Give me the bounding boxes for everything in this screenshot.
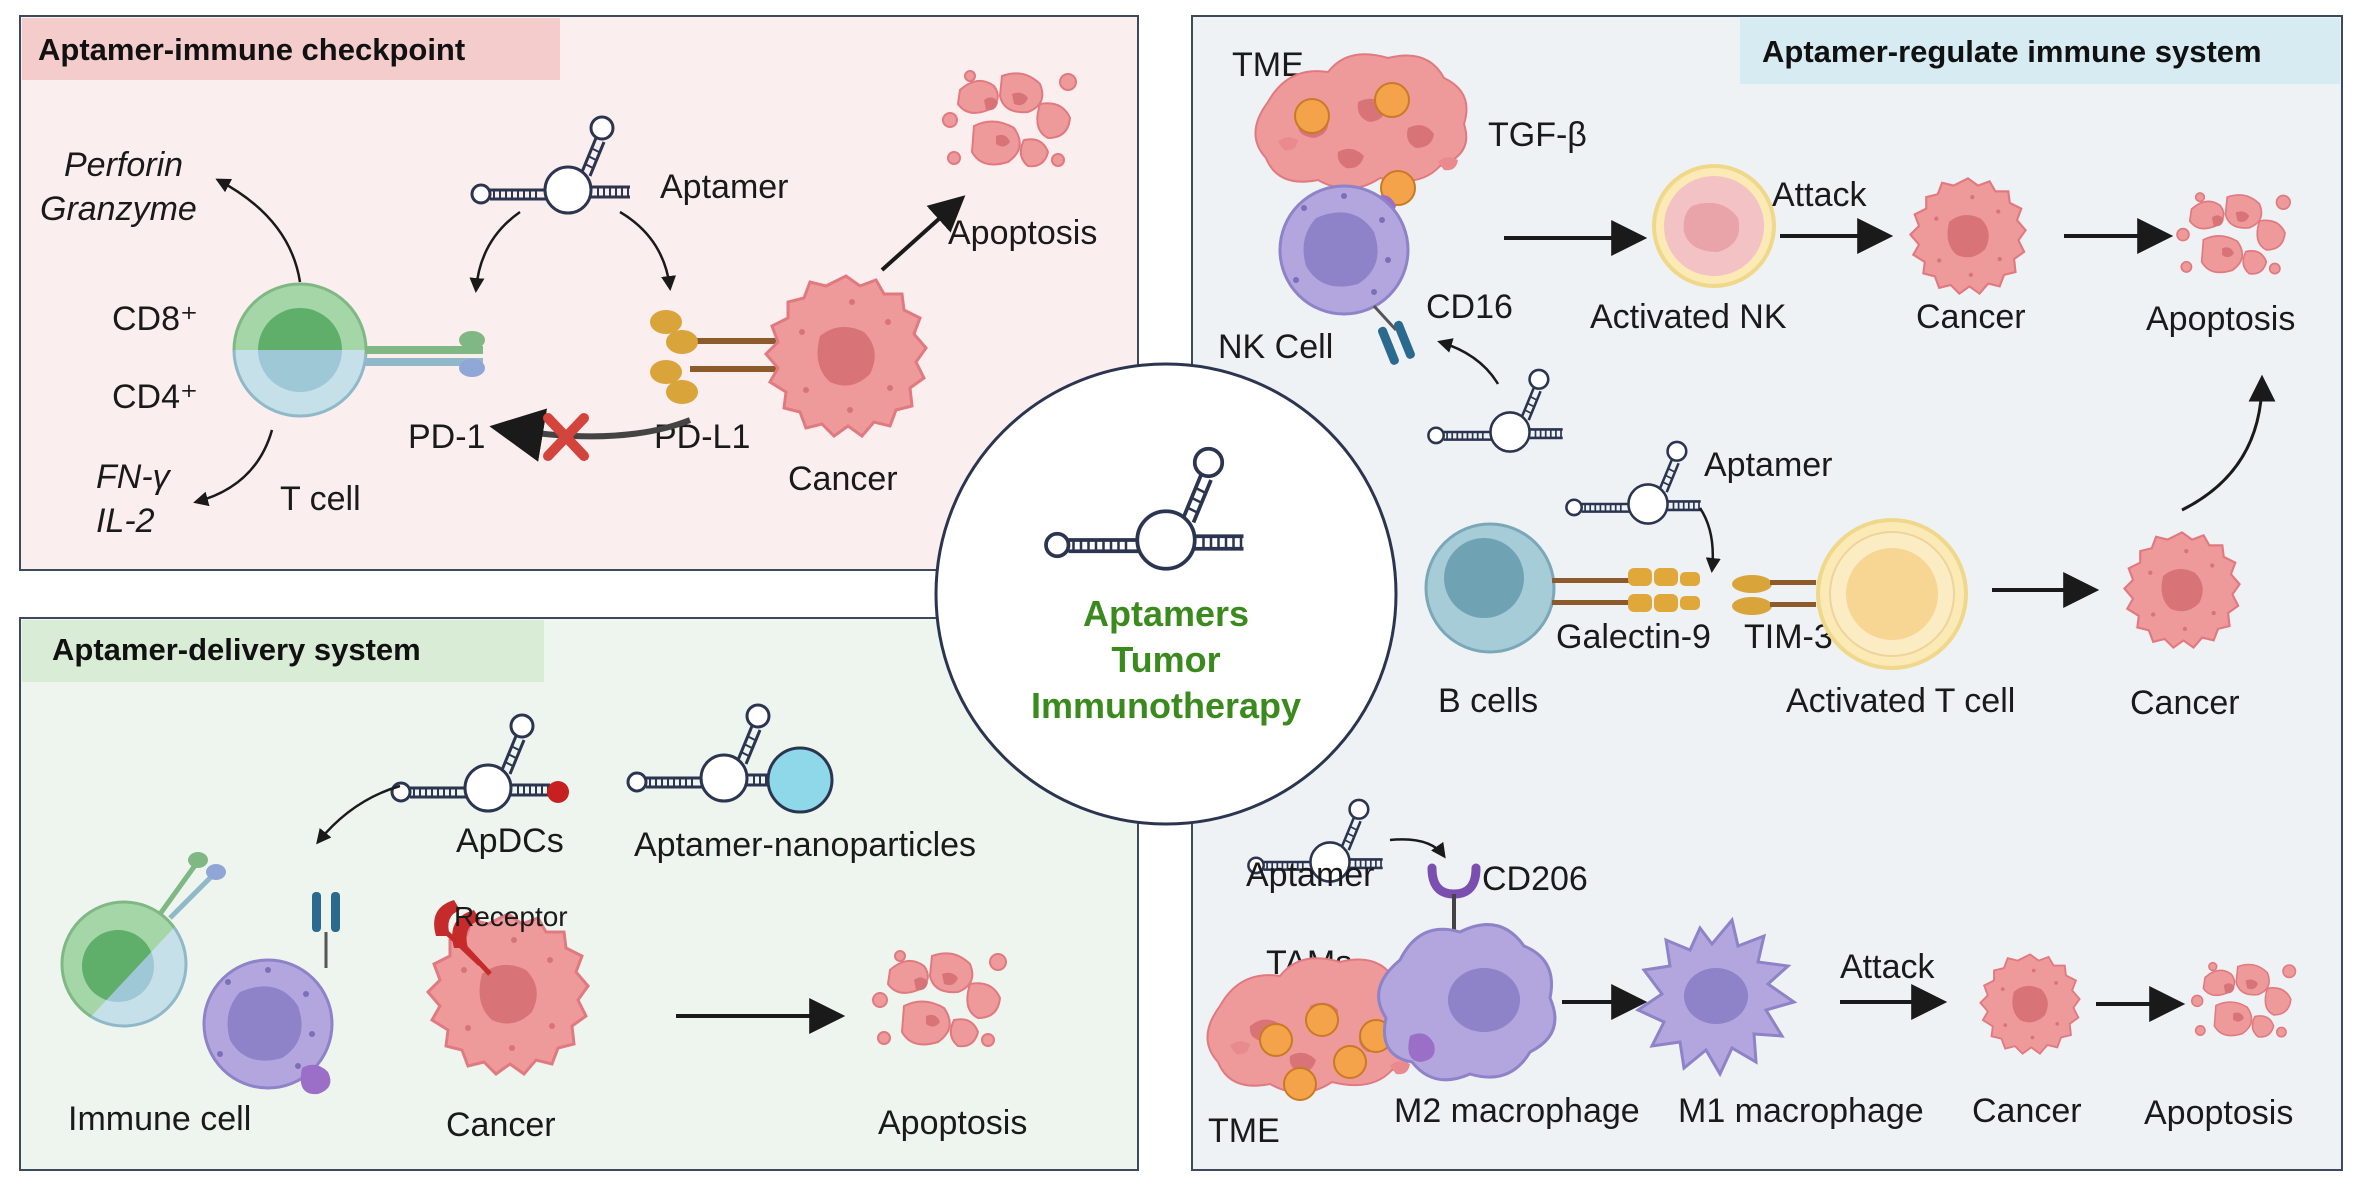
apoptosis-3-label: Apoptosis xyxy=(2144,1094,2293,1132)
aptamer-low-label: Aptamer xyxy=(1246,856,1375,894)
activated-t-label: Activated T cell xyxy=(1786,682,2015,720)
receptor-label: Receptor xyxy=(454,901,568,932)
cd206-label: CD206 xyxy=(1482,860,1588,898)
checkpoint-cancer-label: Cancer xyxy=(788,460,898,498)
delivery-apoptosis-label: Apoptosis xyxy=(878,1104,1027,1142)
nanoparticles-label: Aptamer-nanoparticles xyxy=(634,826,976,864)
panel-checkpoint xyxy=(19,15,1139,571)
immune-cell-ligand-icon xyxy=(300,1064,331,1095)
pdl1-label: PD-L1 xyxy=(654,418,750,456)
arrow-apdc-to-cells xyxy=(316,784,401,845)
tam-icon-2 xyxy=(1305,1003,1339,1037)
arrow-to-ifn xyxy=(193,429,274,507)
galectin9-icon xyxy=(1552,568,1700,612)
tim3-icon xyxy=(1732,575,1816,615)
cd206-receptor-icon xyxy=(1427,863,1481,932)
tim3-label: TIM-3 xyxy=(1744,618,1833,656)
checkpoint-apoptosis-label: Apoptosis xyxy=(948,214,1097,252)
regulate-title: Aptamer-regulate immune system xyxy=(1762,34,2262,69)
galectin-label: Galectin-9 xyxy=(1556,618,1711,656)
blocked-interaction-arrow xyxy=(489,408,692,462)
arrow-cancer2-to-apoptosis xyxy=(2181,374,2276,512)
nk-cell-icon xyxy=(1278,184,1410,316)
tme-bottom-label: TME xyxy=(1208,1112,1280,1150)
cancer-1-label: Cancer xyxy=(1916,298,2026,336)
b-cells-label: B cells xyxy=(1438,682,1538,720)
arrow-aptamer-to-cd206 xyxy=(1389,838,1446,859)
attack-1-label: Attack xyxy=(1772,176,1867,214)
immune-cell-label: Immune cell xyxy=(68,1100,251,1138)
tam-icon-3 xyxy=(1333,1045,1367,1079)
cancer-3-label: Cancer xyxy=(1972,1092,2082,1130)
delivery-t-cell-icon xyxy=(60,852,226,1028)
arrow-aptamer-to-pd1 xyxy=(469,210,521,293)
nanoparticle-icon xyxy=(766,746,834,814)
il2-label: IL-2 xyxy=(96,502,155,540)
cd8-label: CD8⁺ xyxy=(112,300,198,338)
b-cell-icon xyxy=(1424,522,1556,654)
arrow-aptamer-to-pdl1 xyxy=(619,210,677,291)
activated-nk-icon xyxy=(1652,164,1776,288)
center-line-2: Tumor xyxy=(1111,639,1220,680)
arrow-aptamer-to-cd16 xyxy=(1437,338,1500,385)
panel-delivery xyxy=(19,617,1139,1171)
tam-icon-4 xyxy=(1283,1067,1317,1101)
center-line-1: Aptamers xyxy=(1083,593,1249,634)
t-cell-label: T cell xyxy=(280,480,361,518)
delivery-title: Aptamer-delivery system xyxy=(52,632,421,667)
arrow-aptamer-to-galectin xyxy=(1698,507,1721,573)
cancer-receptor-icon xyxy=(434,900,492,976)
arrow-to-apoptosis-1 xyxy=(880,195,966,272)
cd4-label: CD4⁺ xyxy=(112,378,198,416)
regulate-header-bg xyxy=(1740,18,2340,84)
m1-macrophage-icon xyxy=(1634,916,1798,1078)
checkpoint-title: Aptamer-immune checkpoint xyxy=(38,32,465,67)
pdl1-ligand-icon xyxy=(650,310,776,404)
drug-payload-icon xyxy=(547,781,569,803)
cd16-receptor-icon xyxy=(1372,304,1415,365)
delivery-cancer-label: Cancer xyxy=(446,1106,556,1144)
aptamer-mid-label: Aptamer xyxy=(1704,446,1833,484)
apoptosis-1-label: Apoptosis xyxy=(2146,300,2295,338)
tam-icon-1 xyxy=(1259,1023,1293,1057)
center-circle xyxy=(934,362,1398,826)
granzyme-label: Granzyme xyxy=(40,190,197,228)
activated-t-cell-icon xyxy=(1816,518,1968,670)
perforin-label: Perforin xyxy=(64,146,183,184)
cancer-2-label: Cancer xyxy=(2130,684,2240,722)
red-x-icon xyxy=(543,413,589,461)
checkpoint-header-bg xyxy=(22,18,560,80)
pd1-receptor-icon xyxy=(365,331,485,377)
attack-2-label: Attack xyxy=(1840,948,1935,986)
center-line-3: Immunotherapy xyxy=(1031,685,1301,726)
apdcs-label: ApDCs xyxy=(456,822,564,860)
activated-nk-label: Activated NK xyxy=(1590,298,1787,336)
delivery-header-bg xyxy=(22,620,544,682)
pd1-label: PD-1 xyxy=(408,418,485,456)
m1-label: M1 macrophage xyxy=(1678,1092,1924,1130)
tgf-beta-icon-2 xyxy=(1374,82,1410,118)
tgf-beta-icon xyxy=(1294,98,1330,134)
checkpoint-aptamer-label: Aptamer xyxy=(660,168,789,206)
nk-cell-label: NK Cell xyxy=(1218,328,1333,366)
tgf-beta-icon-3 xyxy=(1380,170,1416,206)
m2-macrophage-icon xyxy=(1377,923,1557,1082)
cd16-label: CD16 xyxy=(1426,288,1513,326)
ifn-label: FN-γ xyxy=(96,458,172,496)
tgf-label: TGF-β xyxy=(1488,116,1587,154)
t-cell-icon xyxy=(234,284,366,416)
arrow-to-perforin xyxy=(215,178,302,283)
m2-label: M2 macrophage xyxy=(1394,1092,1640,1130)
